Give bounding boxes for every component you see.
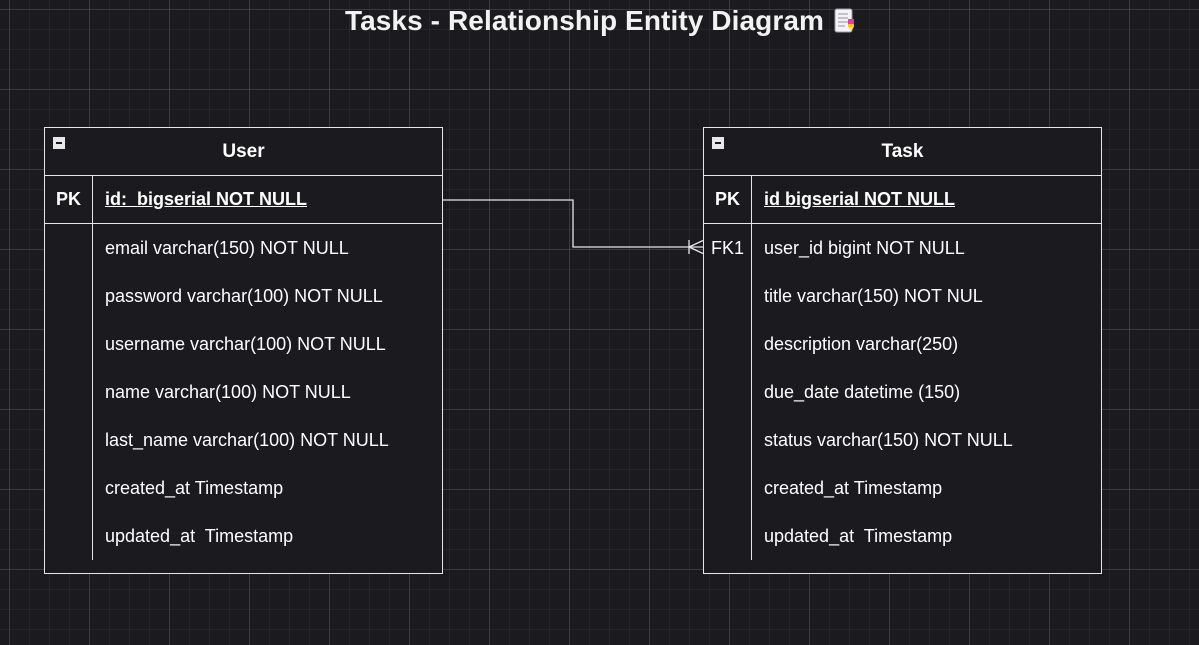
- attribute-field: due_date datetime (150): [764, 382, 961, 402]
- many-crowfoot-icon: [688, 239, 704, 255]
- attribute-field: updated_at Timestamp: [105, 526, 294, 546]
- attribute-field: description varchar(250): [764, 334, 959, 354]
- attribute-field: title varchar(150) NOT NUL: [764, 286, 983, 306]
- attribute-row[interactable]: email varchar(150) NOT NULL: [45, 224, 442, 272]
- key-column-divider: [92, 176, 93, 560]
- collapse-icon[interactable]: [53, 137, 65, 149]
- primary-key-row[interactable]: PK id: bigserial NOT NULL: [45, 176, 442, 224]
- attribute-row[interactable]: username varchar(100) NOT NULL: [45, 320, 442, 368]
- attribute-row[interactable]: updated_at Timestamp: [704, 512, 1101, 560]
- collapse-icon[interactable]: [712, 137, 724, 149]
- attribute-field: password varchar(100) NOT NULL: [105, 286, 383, 306]
- foreign-key-label: FK1: [710, 238, 744, 258]
- attribute-row[interactable]: name varchar(100) NOT NULL: [45, 368, 442, 416]
- attribute-field: status varchar(150) NOT NULL: [764, 430, 1013, 450]
- pk-field: id bigserial NOT NULL: [764, 189, 956, 209]
- attribute-field: created_at Timestamp: [764, 478, 943, 498]
- notepad-icon: [834, 8, 855, 34]
- entity-header[interactable]: Task: [704, 128, 1101, 176]
- attribute-row[interactable]: updated_at Timestamp: [45, 512, 442, 560]
- entity-name: Task: [881, 141, 924, 162]
- attribute-field: username varchar(100) NOT NULL: [105, 334, 386, 354]
- attribute-row[interactable]: description varchar(250): [704, 320, 1101, 368]
- entity-header[interactable]: User: [45, 128, 442, 176]
- attribute-field: name varchar(100) NOT NULL: [105, 382, 351, 402]
- diagram-title-text: Tasks - Relationship Entity Diagram: [344, 5, 825, 36]
- attribute-row[interactable]: last_name varchar(100) NOT NULL: [45, 416, 442, 464]
- attribute-list: email varchar(150) NOT NULL password var…: [45, 224, 442, 560]
- relationship-line: [443, 199, 703, 248]
- attribute-field: created_at Timestamp: [105, 478, 284, 498]
- pk-label: PK: [714, 189, 740, 209]
- attribute-field: last_name varchar(100) NOT NULL: [105, 430, 389, 450]
- pk-field: id: bigserial NOT NULL: [105, 189, 308, 209]
- attribute-list: FK1 user_id bigint NOT NULL title varcha…: [704, 224, 1101, 560]
- primary-key-row[interactable]: PK id bigserial NOT NULL: [704, 176, 1101, 224]
- attribute-row[interactable]: title varchar(150) NOT NUL: [704, 272, 1101, 320]
- entity-user[interactable]: User PK id: bigserial NOT NULL email var…: [44, 127, 443, 574]
- key-column-divider: [751, 176, 752, 560]
- entity-task[interactable]: Task PK id bigserial NOT NULL FK1 user_i…: [703, 127, 1102, 574]
- attribute-row[interactable]: status varchar(150) NOT NULL: [704, 416, 1101, 464]
- pk-label: PK: [55, 189, 81, 209]
- attribute-field: updated_at Timestamp: [764, 526, 953, 546]
- attribute-field: user_id bigint NOT NULL: [764, 238, 965, 258]
- diagram-title: Tasks - Relationship Entity Diagram: [0, 5, 1199, 37]
- attribute-row[interactable]: due_date datetime (150): [704, 368, 1101, 416]
- attribute-row[interactable]: created_at Timestamp: [45, 464, 442, 512]
- attribute-row[interactable]: FK1 user_id bigint NOT NULL: [704, 224, 1101, 272]
- attribute-field: email varchar(150) NOT NULL: [105, 238, 349, 258]
- entity-name: User: [222, 141, 265, 162]
- attribute-row[interactable]: created_at Timestamp: [704, 464, 1101, 512]
- attribute-row[interactable]: password varchar(100) NOT NULL: [45, 272, 442, 320]
